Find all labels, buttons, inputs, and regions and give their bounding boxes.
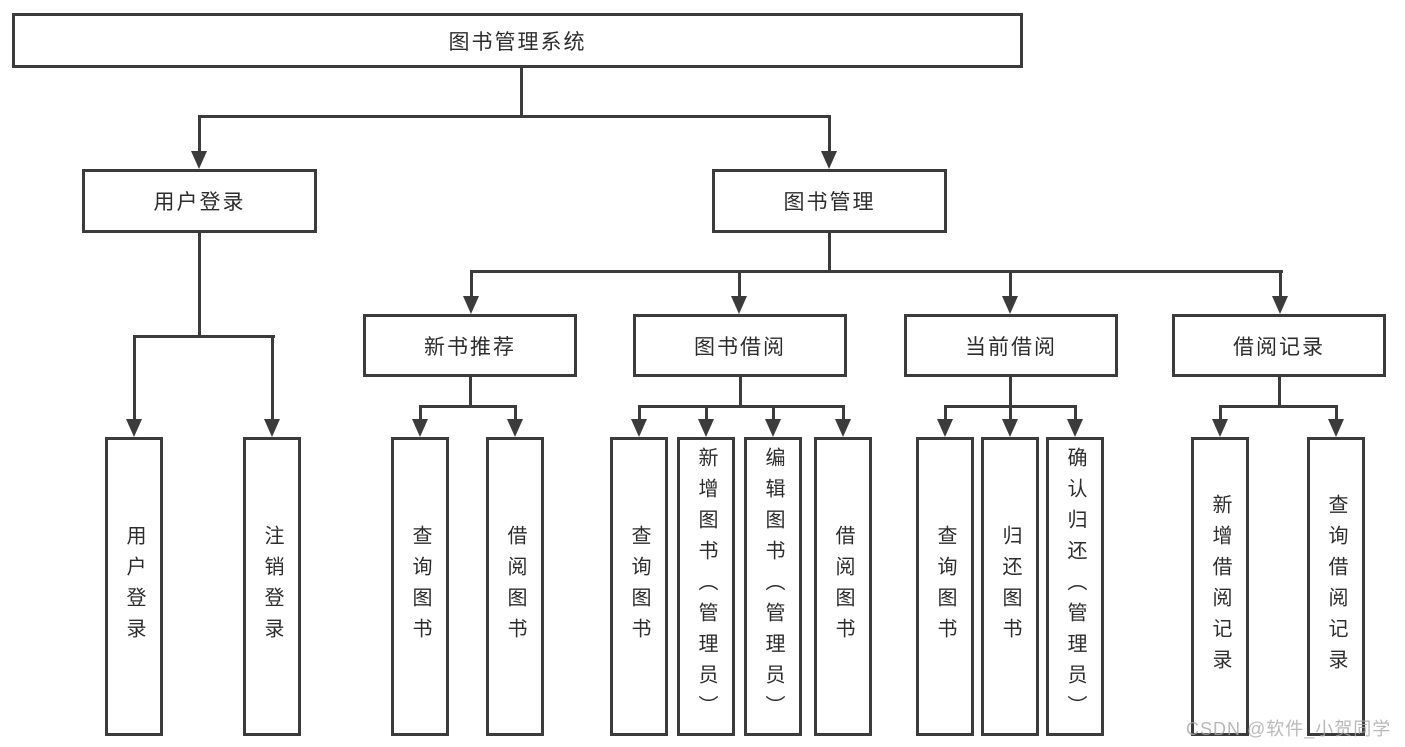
- arrowhead-login-icon: [191, 151, 207, 169]
- leaf-borrow-edit-books-admin: 编辑图书（管理员）: [744, 437, 802, 736]
- arrowhead-borrow-icon: [731, 296, 747, 314]
- connector-borrow-hline: [638, 405, 845, 408]
- connector-level3-hline: [470, 270, 1283, 273]
- arrowhead-records-icon: [1272, 296, 1288, 314]
- connector-login-leaf1-shaft: [133, 335, 136, 421]
- arrowhead-books-icon: [821, 151, 837, 169]
- node-book-borrow: 图书借阅: [633, 314, 847, 377]
- arrowhead-login-leaf1-icon: [126, 419, 142, 437]
- leaf-borrow-add-books-admin: 新增图书（管理员）: [677, 437, 735, 736]
- connector-current-leaf2-shaft: [1009, 405, 1012, 424]
- connector-records-hline: [1219, 405, 1338, 408]
- connector-borrow-leaf1-shaft: [638, 405, 641, 424]
- connector-borrow-leaf3-shaft: [772, 405, 775, 424]
- connector-books-shaft: [828, 115, 831, 153]
- connector-records-leaf1-shaft: [1219, 405, 1222, 424]
- connector-login-stem: [198, 232, 201, 338]
- connector-current-leaf1-shaft: [944, 405, 947, 424]
- connector-recommend-stem: [469, 377, 472, 408]
- leaf-current-return-books: 归还图书: [981, 437, 1039, 736]
- connector-recommend-leaf2-shaft: [514, 405, 517, 424]
- arrowhead-current-leaf3-icon: [1067, 419, 1083, 437]
- connector-recommend-shaft: [470, 270, 473, 297]
- connector-recommend-leaf1-shaft: [419, 405, 422, 424]
- arrowhead-recommend-icon: [463, 296, 479, 314]
- leaf-borrow-borrow-books: 借阅图书: [814, 437, 872, 736]
- csdn-watermark: CSDN @软件_小贺同学: [1186, 719, 1392, 739]
- connector-recommend-hline: [419, 405, 517, 408]
- arrowhead-recommend-leaf1-icon: [412, 419, 428, 437]
- leaf-logout: 注销登录: [243, 437, 301, 736]
- leaf-recommend-borrow-books: 借阅图书: [486, 437, 544, 736]
- arrowhead-records-leaf1-icon: [1212, 419, 1228, 437]
- connector-login-shaft: [198, 115, 201, 153]
- connector-level2-hline: [198, 115, 831, 118]
- connector-login-leaf2-shaft: [271, 335, 274, 421]
- connector-records-leaf2-shaft: [1335, 405, 1338, 424]
- connector-current-stem: [1009, 377, 1012, 408]
- leaf-records-query-record: 查询借阅记录: [1307, 437, 1365, 736]
- arrowhead-borrow-leaf1-icon: [631, 419, 647, 437]
- connector-books-stem: [828, 233, 831, 273]
- leaf-recommend-query-books: 查询图书: [391, 437, 449, 736]
- node-root: 图书管理系统: [12, 13, 1023, 68]
- node-current-borrow: 当前借阅: [904, 314, 1118, 377]
- node-user-login: 用户登录: [82, 169, 317, 233]
- connector-borrow-stem: [739, 377, 742, 408]
- arrowhead-borrow-leaf3-icon: [765, 419, 781, 437]
- leaf-records-add-record: 新增借阅记录: [1191, 437, 1249, 736]
- leaf-current-query-books: 查询图书: [916, 437, 974, 736]
- arrowhead-login-leaf2-icon: [264, 419, 280, 437]
- node-new-book-recommend: 新书推荐: [363, 314, 577, 377]
- arrowhead-current-icon: [1002, 296, 1018, 314]
- arrowhead-current-leaf2-icon: [1002, 419, 1018, 437]
- arrowhead-records-leaf2-icon: [1328, 419, 1344, 437]
- arrowhead-borrow-leaf2-icon: [698, 419, 714, 437]
- leaf-current-confirm-return-admin: 确认归还（管理员）: [1046, 437, 1104, 736]
- connector-current-leaf3-shaft: [1074, 405, 1077, 424]
- arrowhead-recommend-leaf2-icon: [507, 419, 523, 437]
- connector-borrow-shaft: [738, 270, 741, 297]
- connector-records-stem: [1278, 377, 1281, 408]
- connector-login-hline: [133, 335, 275, 338]
- connector-root-stem: [520, 68, 523, 118]
- leaf-user-login: 用户登录: [105, 437, 163, 736]
- connector-records-shaft: [1279, 270, 1282, 297]
- connector-current-shaft: [1009, 270, 1012, 297]
- connector-borrow-leaf4-shaft: [842, 405, 845, 424]
- node-borrow-records: 借阅记录: [1172, 314, 1386, 377]
- node-book-management: 图书管理: [712, 169, 947, 233]
- arrowhead-borrow-leaf4-icon: [835, 419, 851, 437]
- arrowhead-current-leaf1-icon: [937, 419, 953, 437]
- connector-borrow-leaf2-shaft: [705, 405, 708, 424]
- leaf-borrow-query-books: 查询图书: [610, 437, 668, 736]
